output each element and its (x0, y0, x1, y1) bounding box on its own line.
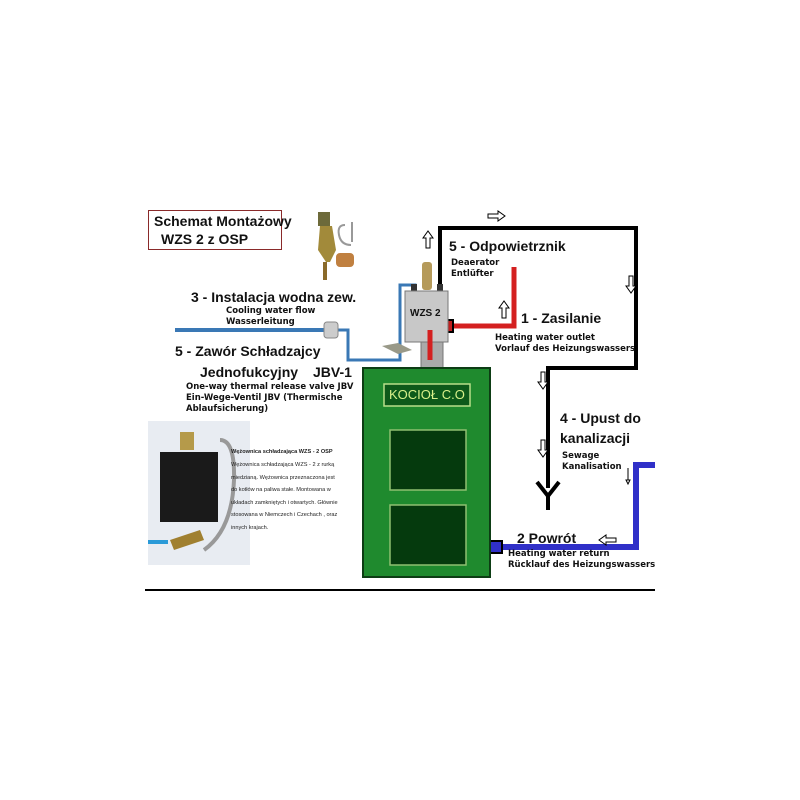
drain-outlet-y (535, 480, 561, 510)
boiler-label-box (383, 383, 471, 407)
drain-title1: 4 - Upust do (560, 410, 641, 426)
wzs-port (411, 284, 417, 292)
deaerator-title: 5 - Odpowietrznik (449, 238, 566, 254)
jbv-valve-body-icon (382, 343, 412, 354)
supply-en: Heating water outlet (495, 333, 595, 343)
boiler-label: KOCIOŁ C.O (389, 387, 465, 402)
valve-de2: Ablaufsicherung) (186, 404, 269, 414)
deaerator-en: Deaerator (451, 258, 500, 268)
valve-title: 5 - Zawór Schładzajcy (175, 343, 321, 359)
return-pipe (496, 462, 655, 550)
jbv-valve-icon (323, 321, 339, 339)
valve-photo-icon (318, 212, 354, 280)
description-line: miedzianą. Wężownica przeznaczona jest (231, 474, 335, 481)
description-heading: Wężownica schładzająca WZS - 2 OSP (231, 449, 333, 455)
drain-de: Kanalisation (562, 462, 622, 472)
flow-arrows (422, 210, 637, 546)
drain-pipe (438, 226, 638, 488)
valve-de1: Ein-Wege-Ventil JBV (Thermische (186, 393, 343, 403)
supply-pipe (445, 267, 517, 329)
return-connector (489, 540, 503, 554)
description-line: innych krajach. (231, 524, 269, 531)
wzs-label: WZS 2 (410, 308, 441, 319)
description-line: do kotłów na paliwa stałe. Montowana w (231, 487, 331, 493)
deaerator-icon (422, 262, 432, 290)
cooling-coil-photo (148, 421, 250, 565)
title-line1: Schemat Montażowy (154, 213, 292, 229)
description-line: układach zamkniętych i otwartych. Główni… (231, 499, 338, 506)
description-line: stosowana w Niemczech i Czechach , oraz (231, 512, 338, 518)
supply-de: Vorlauf des Heizungswassers (495, 344, 636, 354)
return-en: Heating water return (508, 549, 610, 559)
return-title: 2 Powrót (517, 530, 577, 546)
boiler-upper-door (389, 429, 467, 491)
drain-title2: kanalizacji (560, 430, 631, 446)
valve-title2: Jednofukcyjny (200, 364, 299, 380)
return-de: Rücklauf des Heizungswassers (508, 560, 656, 570)
wzs-unit (404, 290, 449, 343)
water-supply-de: Wasserleitung (226, 317, 295, 327)
wzs-port (437, 284, 443, 292)
supply-title: 1 - Zasilanie (521, 310, 602, 326)
valve-code: JBV-1 (313, 364, 352, 380)
drain-en: Sewage (562, 451, 600, 461)
water-supply-en: Cooling water flow (226, 306, 316, 316)
title-box: Schemat Montażowy WZS 2 z OSP (148, 210, 292, 250)
title-line2: WZS 2 z OSP (161, 231, 249, 247)
description-line: Wężownica schładzająca WZS - 2 z rurką (231, 462, 335, 468)
deaerator-de: Entlüfter (451, 269, 494, 279)
boiler-lower-door (389, 504, 467, 566)
water-supply-title: 3 - Instalacja wodna zew. (191, 289, 357, 305)
description-text: Wężownica schładzająca WZS - 2 z rurką m… (231, 459, 338, 534)
valve-en: One-way thermal release valve JBV (186, 382, 354, 392)
